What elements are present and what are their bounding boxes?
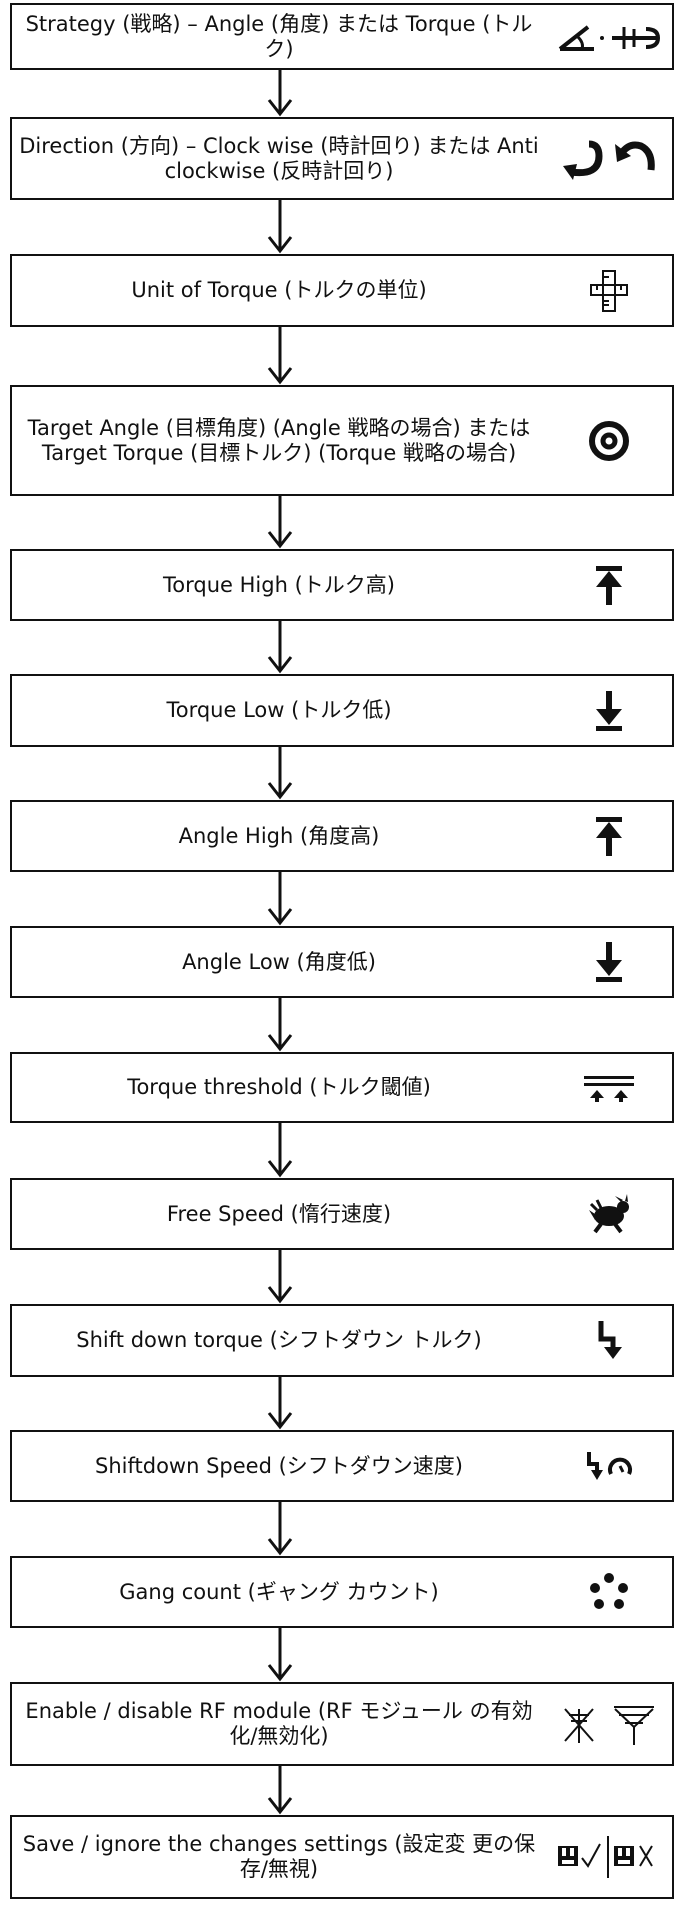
step-label: Target Angle (目標角度) (Angle 戦略の場合) または Ta… — [27, 415, 531, 465]
step-shiftdown-speed: Shiftdown Speed (シフトダウン速度) — [10, 1430, 674, 1502]
shift-down-icon — [546, 1306, 672, 1375]
limit-low-icon — [546, 676, 672, 745]
step-label: Shift down torque (シフトダウン トルク) — [76, 1328, 482, 1352]
step-label: Enable / disable RF module (RF モジュール の有効… — [25, 1699, 533, 1748]
flow-arrow — [267, 70, 293, 117]
step-gang-count: Gang count (ギャング カウント) — [10, 1556, 674, 1628]
gang-count-icon — [546, 1558, 672, 1626]
step-label: Save / ignore the changes settings (設定変 … — [22, 1832, 536, 1881]
step-unit-of-torque: Unit of Torque (トルクの単位) — [10, 254, 674, 327]
step-strategy: Strategy (戦略) – Angle (角度) または Torque (ト… — [10, 3, 674, 70]
step-label: Angle Low (角度低) — [182, 949, 376, 974]
flow-arrow — [267, 1628, 293, 1682]
step-label: Angle High (角度高) — [178, 823, 380, 848]
flow-arrow — [267, 327, 293, 385]
rotation-direction-icon — [546, 119, 672, 198]
step-torque-threshold: Torque threshold (トルク閾値) — [10, 1052, 674, 1123]
flow-arrow — [267, 621, 293, 674]
step-label: Free Speed (惰行速度) — [166, 1201, 392, 1226]
step-label: Direction (方向) – Clock wise (時計回り) または A… — [19, 133, 539, 183]
flow-arrow — [267, 1766, 293, 1815]
shift-down-speed-icon — [546, 1432, 672, 1500]
step-target: Target Angle (目標角度) (Angle 戦略の場合) または Ta… — [10, 385, 674, 496]
flow-arrow — [267, 1250, 293, 1304]
step-label: Torque threshold (トルク閾値) — [127, 1075, 431, 1099]
flow-arrow — [267, 1502, 293, 1556]
flow-arrow — [267, 200, 293, 254]
strategy-angle-torque-icon — [546, 5, 672, 68]
step-free-speed: Free Speed (惰行速度) — [10, 1178, 674, 1250]
flow-arrow — [267, 998, 293, 1052]
step-shift-down-torque: Shift down torque (シフトダウン トルク) — [10, 1304, 674, 1377]
step-direction: Direction (方向) – Clock wise (時計回り) または A… — [10, 117, 674, 200]
step-label: Strategy (戦略) – Angle (角度) または Torque (ト… — [25, 11, 533, 61]
step-rf-module: Enable / disable RF module (RF モジュール の有効… — [10, 1682, 674, 1766]
limit-high-icon — [546, 551, 672, 619]
threshold-icon — [546, 1054, 672, 1121]
rabbit-speed-icon — [546, 1180, 672, 1248]
limit-low-icon — [546, 928, 672, 996]
step-label: Torque High (トルク高) — [163, 572, 395, 597]
flow-arrow — [267, 496, 293, 549]
step-label: Torque Low (トルク低) — [166, 698, 392, 722]
save-ignore-icon — [546, 1817, 672, 1897]
flow-arrow — [267, 1377, 293, 1430]
step-torque-low: Torque Low (トルク低) — [10, 674, 674, 747]
torque-unit-icon — [546, 256, 672, 325]
step-angle-high: Angle High (角度高) — [10, 800, 674, 872]
step-label: Unit of Torque (トルクの単位) — [131, 278, 427, 302]
step-torque-high: Torque High (トルク高) — [10, 549, 674, 621]
step-save-ignore: Save / ignore the changes settings (設定変 … — [10, 1815, 674, 1899]
flow-arrow — [267, 872, 293, 926]
flow-arrow — [267, 747, 293, 800]
step-angle-low: Angle Low (角度低) — [10, 926, 674, 998]
rf-antenna-icon — [546, 1684, 672, 1764]
step-label: Gang count (ギャング カウント) — [119, 1579, 439, 1604]
target-icon — [546, 387, 672, 494]
limit-high-icon — [546, 802, 672, 870]
step-label: Shiftdown Speed (シフトダウン速度) — [95, 1453, 463, 1478]
flow-arrow — [267, 1123, 293, 1178]
